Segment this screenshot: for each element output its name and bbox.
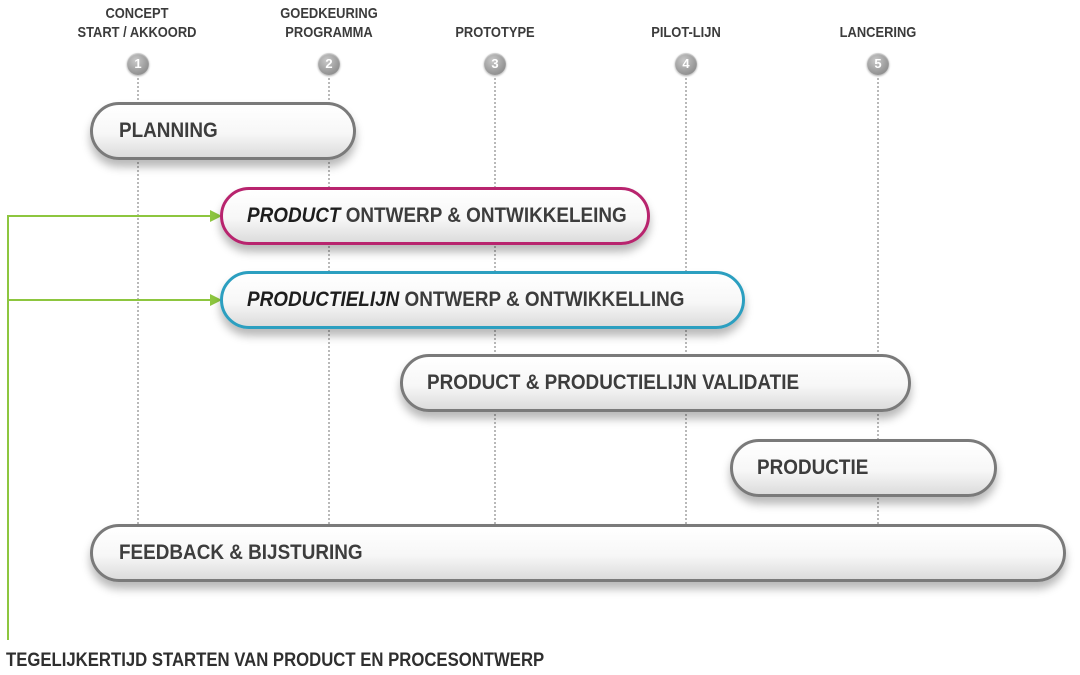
milestone-1-badge: 1 xyxy=(127,53,149,75)
phase-feedback-label: FEEDBACK & BIJSTURING xyxy=(119,541,363,564)
milestone-2-badge: 2 xyxy=(318,53,340,75)
phase-line-emphasis: PRODUCTIELIJN xyxy=(247,288,400,311)
phase-bar-product-design: PRODUCT ONTWERP & ONTWIKKELEING xyxy=(220,187,650,245)
phase-bar-feedback: FEEDBACK & BIJSTURING xyxy=(90,524,1066,582)
milestone-3-label: PROTOTYPE xyxy=(455,24,535,41)
phase-bar-production-line-design: PRODUCTIELIJN ONTWERP & ONTWIKKELLING xyxy=(220,271,745,329)
milestone-3-badge: 3 xyxy=(484,53,506,75)
milestone-5-label: LANCERING xyxy=(839,24,917,41)
milestone-4-label: PILOT-LIJN xyxy=(651,24,721,41)
phase-planning-label: PLANNING xyxy=(119,119,218,142)
phase-line-label: ONTWERP & ONTWIKKELLING xyxy=(399,288,685,311)
phase-product-emphasis: PRODUCT xyxy=(247,204,341,227)
milestone-5-guide-line xyxy=(877,78,879,524)
phase-bar-validation: PRODUCT & PRODUCTIELIJN VALIDATIE xyxy=(400,354,911,412)
milestone-1-label: CONCEPT START / AKKOORD xyxy=(77,5,197,41)
phase-product-label: ONTWERP & ONTWIKKELEING xyxy=(340,204,627,227)
phase-production-label: PRODUCTIE xyxy=(757,456,869,479)
phase-bar-planning: PLANNING xyxy=(90,102,356,160)
milestone-4-badge: 4 xyxy=(675,53,697,75)
milestone-2-label: GOEDKEURING PROGRAMMA xyxy=(280,5,378,41)
footnote-concurrent-start: TEGELIJKERTIJD STARTEN VAN PRODUCT EN PR… xyxy=(6,650,545,671)
milestone-5-badge: 5 xyxy=(867,53,889,75)
phase-bar-production: PRODUCTIE xyxy=(730,439,997,497)
phase-validation-label: PRODUCT & PRODUCTIELIJN VALIDATIE xyxy=(427,371,800,394)
